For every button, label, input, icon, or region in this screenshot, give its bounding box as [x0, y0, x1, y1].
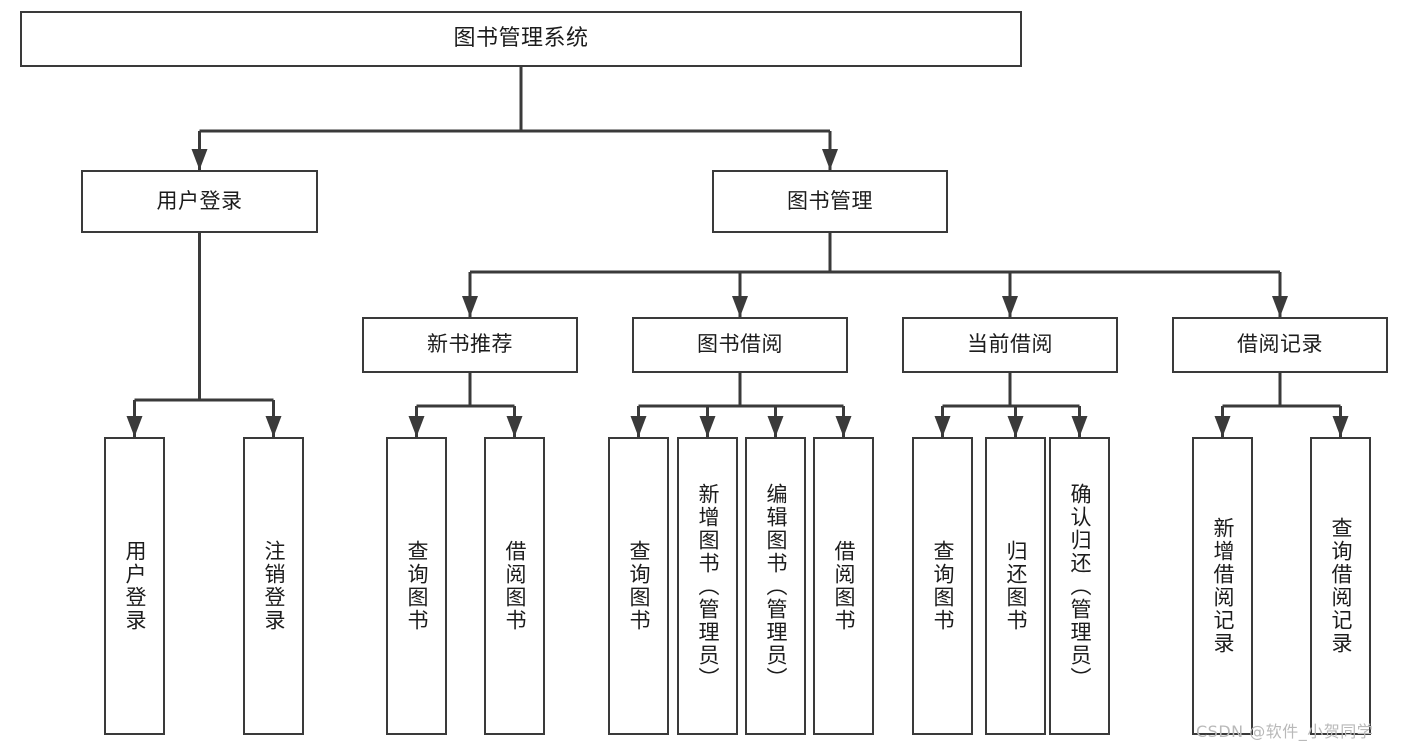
arrowhead-icon [699, 416, 716, 437]
node-label: 查询图书 [405, 540, 429, 632]
node-label: 注销登录 [262, 540, 286, 632]
arrowhead-icon [732, 296, 748, 317]
node-label: 确认归还（管理员） [1068, 482, 1092, 690]
node-leaf-add-record[interactable]: 新增借阅记录 [1192, 437, 1253, 735]
node-label: 借阅图书 [832, 540, 856, 632]
arrowhead-icon [191, 149, 208, 170]
arrowhead-icon [934, 416, 951, 437]
node-leaf-user-login[interactable]: 用户登录 [104, 437, 165, 735]
arrowhead-icon [1071, 416, 1088, 437]
node-leaf-return-book[interactable]: 归还图书 [985, 437, 1046, 735]
node-label: 当前借阅 [967, 332, 1053, 357]
node-label: 新增图书（管理员） [696, 482, 720, 690]
arrowhead-icon [506, 416, 523, 437]
arrowhead-icon [1214, 416, 1231, 437]
node-leaf-query-record[interactable]: 查询借阅记录 [1310, 437, 1371, 735]
node-label: 图书借阅 [697, 332, 783, 357]
arrowhead-icon [126, 416, 143, 437]
arrowhead-icon [835, 416, 852, 437]
arrowhead-icon [408, 416, 425, 437]
node-leaf-query-book-3[interactable]: 查询图书 [912, 437, 973, 735]
node-label: 新增借阅记录 [1211, 517, 1235, 655]
node-label: 用户登录 [123, 540, 147, 632]
node-leaf-confirm-return[interactable]: 确认归还（管理员） [1049, 437, 1110, 735]
node-leaf-query-book-1[interactable]: 查询图书 [386, 437, 447, 735]
node-root-图书管理系统[interactable]: 图书管理系统 [20, 11, 1022, 67]
node-label: 用户登录 [156, 188, 243, 213]
node-user-login[interactable]: 用户登录 [81, 170, 318, 233]
arrowhead-icon [1272, 296, 1288, 317]
node-leaf-user-logout[interactable]: 注销登录 [243, 437, 304, 735]
node-label: 新书推荐 [427, 332, 513, 357]
node-label: 借阅图书 [503, 540, 527, 632]
arrowhead-icon [630, 416, 647, 437]
arrowhead-icon [1332, 416, 1349, 437]
arrowhead-icon [1007, 416, 1024, 437]
node-book-manage[interactable]: 图书管理 [712, 170, 948, 233]
arrowhead-icon [822, 149, 838, 170]
arrowhead-icon [462, 296, 478, 317]
node-label: 图书管理 [787, 188, 873, 213]
node-leaf-add-book[interactable]: 新增图书（管理员） [677, 437, 738, 735]
node-leaf-borrow-book-2[interactable]: 借阅图书 [813, 437, 874, 735]
watermark: CSDN @软件_小贺同学 [1196, 722, 1374, 741]
node-leaf-edit-book[interactable]: 编辑图书（管理员） [745, 437, 806, 735]
node-leaf-query-book-2[interactable]: 查询图书 [608, 437, 669, 735]
arrowhead-icon [767, 416, 784, 437]
node-label: 图书管理系统 [453, 25, 589, 51]
arrowhead-icon [265, 416, 282, 437]
node-label: 借阅记录 [1237, 332, 1323, 357]
node-label: 归还图书 [1004, 540, 1028, 632]
node-leaf-borrow-book-1[interactable]: 借阅图书 [484, 437, 545, 735]
arrowhead-icon [1002, 296, 1018, 317]
node-label: 查询借阅记录 [1329, 517, 1353, 655]
node-label: 查询图书 [627, 540, 651, 632]
node-borrow-record[interactable]: 借阅记录 [1172, 317, 1388, 373]
node-label: 查询图书 [931, 540, 955, 632]
node-new-book-rec[interactable]: 新书推荐 [362, 317, 578, 373]
node-current-borrow[interactable]: 当前借阅 [902, 317, 1118, 373]
node-label: 编辑图书（管理员） [764, 482, 788, 690]
node-book-borrow[interactable]: 图书借阅 [632, 317, 848, 373]
